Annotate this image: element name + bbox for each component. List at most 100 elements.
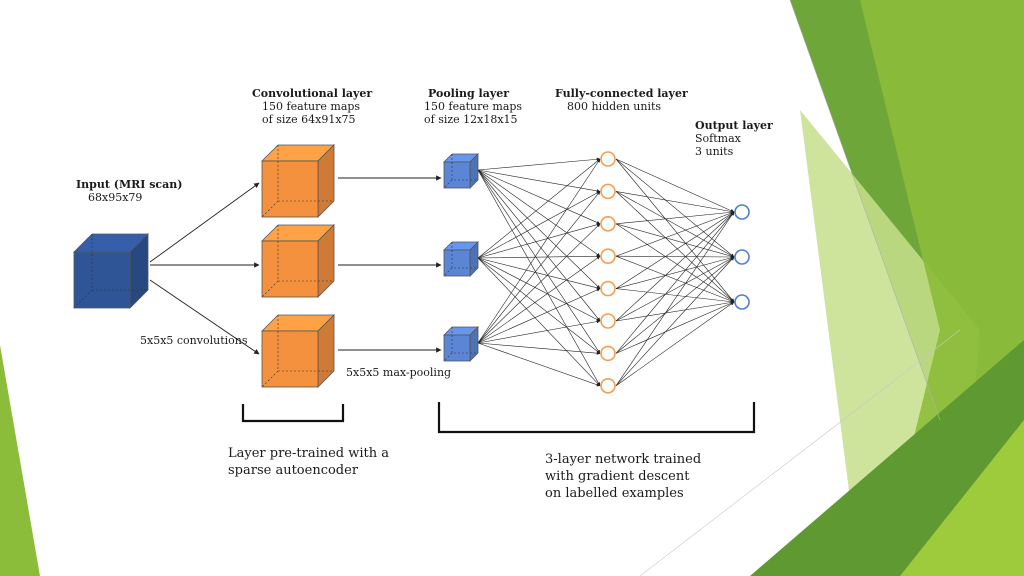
edge <box>477 257 601 354</box>
output-node <box>734 249 750 265</box>
edge <box>477 254 601 259</box>
edge <box>477 191 601 259</box>
edge <box>477 257 601 290</box>
layer-cubes <box>73 144 479 388</box>
pool-label: Pooling layer 150 feature maps of size 1… <box>424 87 522 126</box>
input-cube <box>73 233 149 309</box>
edge <box>477 169 601 387</box>
edge <box>477 222 601 259</box>
edge <box>477 191 601 344</box>
conv-cube <box>261 224 335 298</box>
output-label: Output layer Softmax 3 units <box>695 119 773 158</box>
edge <box>615 301 735 387</box>
brackets <box>241 402 756 434</box>
cube-hidden-edges <box>443 154 478 189</box>
trained-caption: 3-layer network trained with gradient de… <box>545 451 701 502</box>
edge <box>477 169 601 225</box>
hidden-node <box>600 151 616 167</box>
layer-arrows <box>149 175 442 355</box>
input-label: Input (MRI scan) 68x95x79 <box>76 178 182 204</box>
cube-front-face <box>261 160 319 218</box>
edge <box>477 223 601 344</box>
deco-line <box>789 0 941 421</box>
edge <box>615 301 735 354</box>
cube-front-face <box>261 330 319 388</box>
output-node <box>734 204 750 220</box>
edge <box>615 255 735 259</box>
edge <box>615 211 735 386</box>
edge <box>477 257 601 322</box>
edge <box>615 300 735 322</box>
trained-caption-line-1: 3-layer network trained <box>545 452 702 467</box>
edge <box>477 169 601 322</box>
cube-hidden-edges <box>443 242 478 277</box>
fc-title: Fully-connected layer <box>555 87 688 100</box>
conv-detail-2: of size 64x91x75 <box>262 113 356 126</box>
green-facet-left <box>0 345 40 576</box>
network-nodes <box>600 151 750 394</box>
edge <box>477 319 601 344</box>
hidden-node <box>600 377 616 394</box>
trained-bracket <box>437 402 756 434</box>
edge <box>615 256 735 322</box>
edge <box>477 169 601 257</box>
cube-hidden-edges <box>73 234 148 309</box>
edge <box>615 158 735 303</box>
edge <box>615 256 735 387</box>
edge <box>477 169 601 289</box>
edge <box>477 158 601 259</box>
pool-detail-2: of size 12x18x15 <box>424 113 518 126</box>
hidden-node <box>600 313 616 329</box>
edge <box>615 211 735 257</box>
edge <box>477 157 601 171</box>
max-pooling-label: 5x5x5 max-pooling <box>346 366 452 379</box>
pool-detail-1: 150 feature maps <box>424 100 523 113</box>
edge <box>477 169 601 354</box>
edge <box>477 342 601 387</box>
fc-label: Fully-connected layer 800 hidden units <box>555 87 688 113</box>
edge <box>615 223 735 303</box>
pool-cube <box>443 326 479 362</box>
deco-line <box>639 329 961 576</box>
edge <box>615 211 735 354</box>
pool-title: Pooling layer <box>428 87 510 100</box>
edge <box>477 288 601 344</box>
conv-title: Convolutional layer <box>252 87 373 100</box>
edge <box>615 256 735 354</box>
conv-cube <box>261 314 335 388</box>
edge <box>477 342 601 355</box>
cube-hidden-edges <box>261 225 334 298</box>
output-detail-1: Softmax <box>695 132 741 145</box>
output-detail-2: 3 units <box>695 145 734 158</box>
edge <box>615 191 735 214</box>
cube-hidden-edges <box>443 327 478 362</box>
hidden-node <box>600 216 616 232</box>
convolutions-label: 5x5x5 convolutions <box>140 334 248 347</box>
pool-cube <box>443 153 479 189</box>
edge <box>615 191 735 258</box>
hidden-node <box>600 248 616 265</box>
input-detail: 68x95x79 <box>88 191 143 204</box>
pool-cube <box>443 241 479 277</box>
hidden-node <box>600 345 616 362</box>
edge <box>615 191 735 303</box>
pretrained-caption: Layer pre-trained with a sparse autoenco… <box>228 445 389 479</box>
pretrained-caption-line-2: sparse autoencoder <box>228 463 359 478</box>
trained-caption-line-3: on labelled examples <box>545 486 684 501</box>
edge <box>477 257 601 387</box>
edge <box>615 288 735 304</box>
arrow <box>149 279 260 355</box>
input-title: Input (MRI scan) <box>76 178 183 191</box>
conv-label: Convolutional layer 150 feature maps of … <box>252 87 372 126</box>
fully-connected-edges <box>477 157 735 387</box>
cube-hidden-edges <box>261 145 334 218</box>
edge <box>615 211 735 289</box>
edge <box>477 169 601 193</box>
pretrained-bracket <box>241 404 345 423</box>
pretrained-caption-line-1: Layer pre-trained with a <box>228 446 390 461</box>
edge <box>615 255 735 303</box>
cube-front-face <box>443 334 471 362</box>
